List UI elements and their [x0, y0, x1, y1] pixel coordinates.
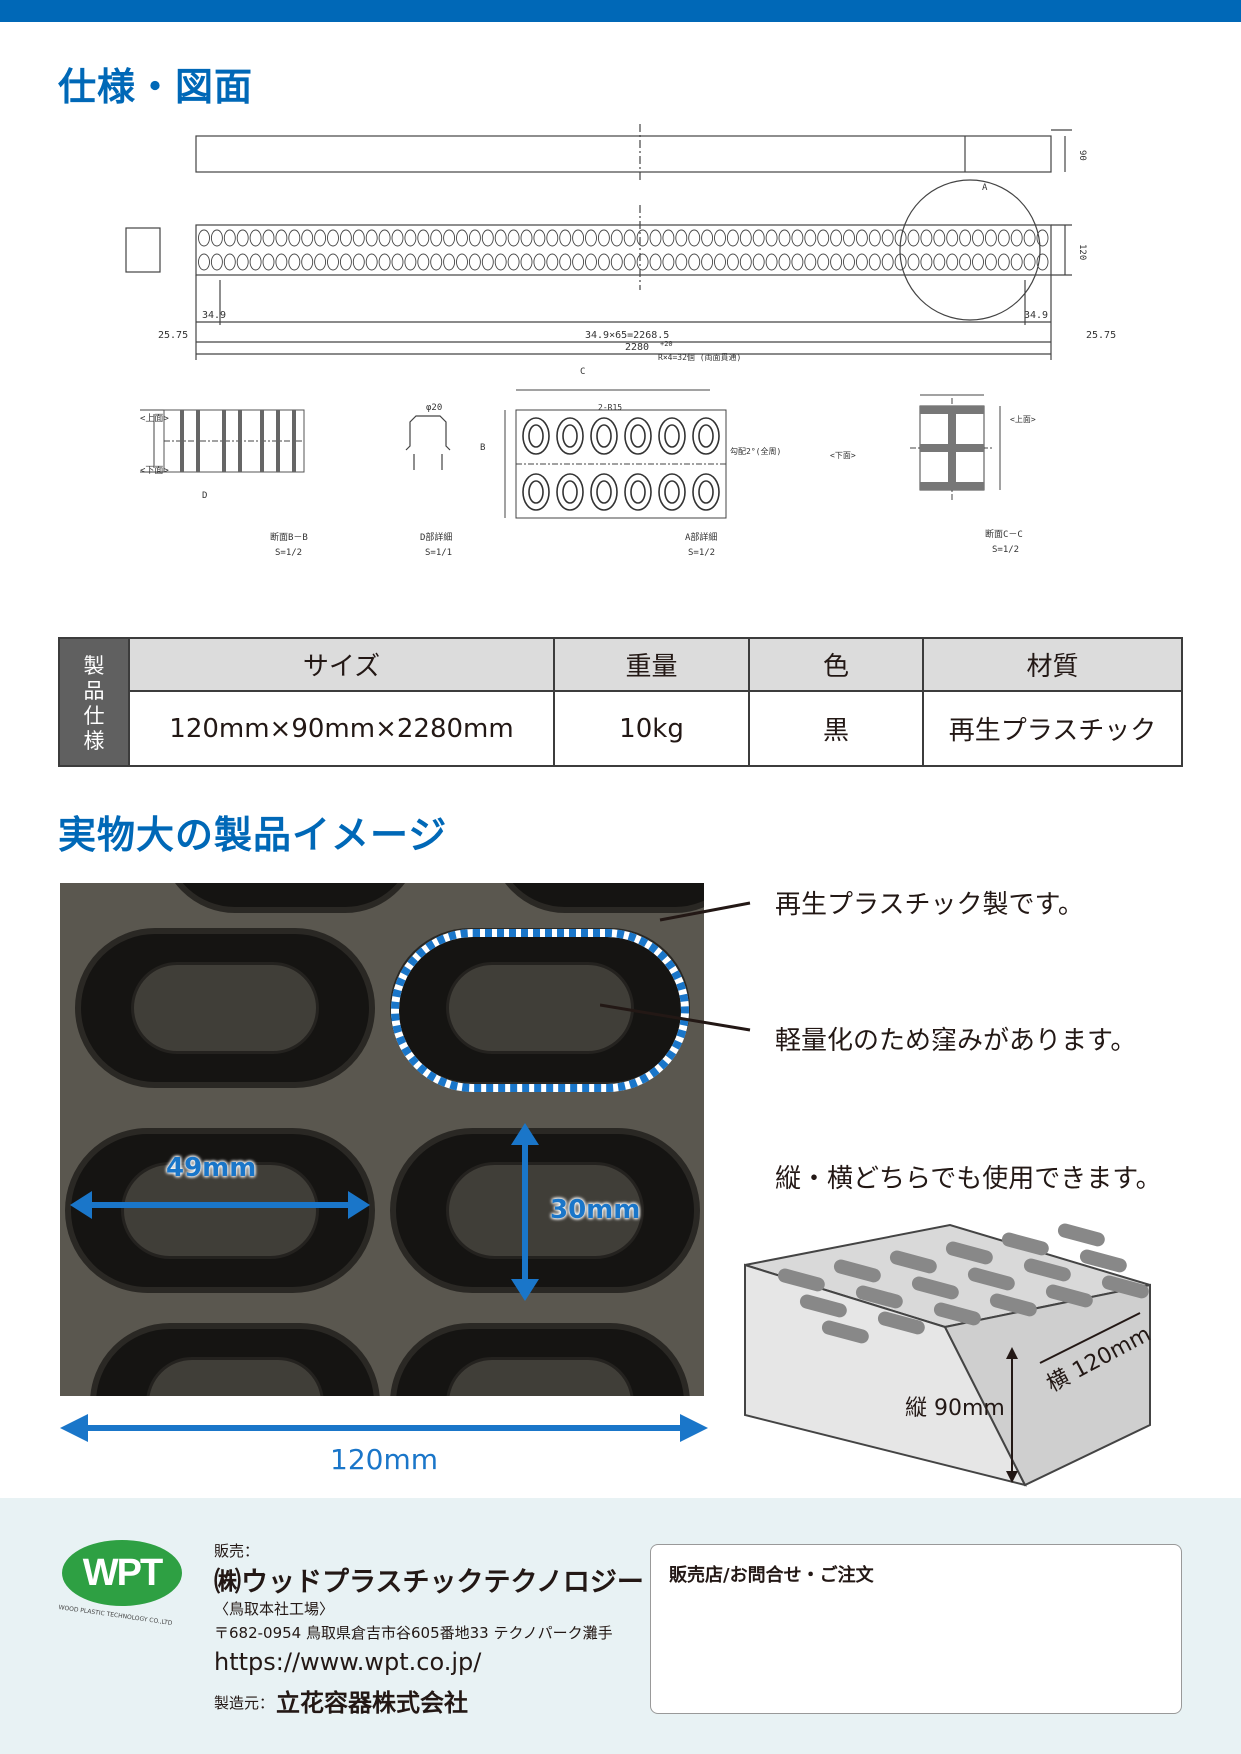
label-upper-bb: <上面> — [140, 413, 169, 424]
dim-margin-left: 25.75 — [158, 330, 188, 341]
contact-title: 販売店/お問合せ・ご注文 — [669, 1565, 874, 1586]
value-weight: 10kg — [553, 690, 750, 767]
value-material: 再生プラスチック — [922, 690, 1183, 767]
measure-width-label: 49mm — [166, 1153, 257, 1183]
label-r-note: R×4=32個 (両面貫通) — [658, 352, 741, 362]
label-d-mark: D — [202, 491, 207, 501]
dim-pitch-left: 34.9 — [202, 310, 226, 321]
measure-height-label: 30mm — [550, 1195, 641, 1225]
label-hole-dim: 2-R15 — [598, 403, 622, 412]
label-scale-a: S=1/2 — [688, 548, 715, 558]
factory-label: 〈鳥取本社工場〉 — [214, 1600, 335, 1618]
wpt-logo: WPT — [62, 1540, 182, 1606]
label-c-mark: C — [580, 367, 585, 377]
header-material: 材質 — [922, 637, 1183, 692]
label-scale-cc: S=1/2 — [992, 545, 1019, 555]
note-lightweight: 軽量化のため窪みがあります。 — [775, 1026, 1137, 1056]
dim-90: 90 — [1077, 150, 1087, 161]
header-size: サイズ — [128, 637, 555, 692]
section-title-image: 実物大の製品イメージ — [58, 813, 448, 857]
callout-leaders — [600, 901, 751, 1032]
label-d-detail: D部詳細 — [420, 531, 452, 543]
dim-span: 34.9×65=2268.5 — [585, 330, 669, 341]
maker-name: 立花容器株式会社 — [276, 1689, 468, 1717]
note-orientation: 縦・横どちらでも使用できます。 — [775, 1164, 1162, 1194]
maker-label: 製造元： — [214, 1694, 275, 1712]
header-weight: 重量 — [553, 637, 750, 692]
detail-a-mark: A — [982, 183, 988, 193]
product-photo: 49mm 30mm — [60, 883, 704, 1396]
label-scale-d: S=1/1 — [425, 548, 452, 558]
company-name: ㈱ウッドプラスチックテクノロジー — [214, 1567, 644, 1598]
header-color: 色 — [748, 637, 924, 692]
company-address: 〒682-0954 鳥取県倉吉市谷605番地33 テクノパーク灘手 — [214, 1624, 613, 1642]
dim-120: 120 — [1077, 244, 1087, 260]
label-a-detail: A部詳細 — [685, 531, 717, 543]
dim-margin-right: 25.75 — [1086, 330, 1116, 341]
label-lower-bb: <下面> — [140, 465, 169, 476]
note-recycled: 再生プラスチック製です。 — [775, 890, 1084, 920]
label-section-bb: 断面B－B — [270, 531, 308, 543]
overall-width-arrow — [60, 1414, 708, 1442]
label-section-cc: 断面C－C — [985, 528, 1023, 540]
label-b-mark: B — [480, 443, 485, 453]
label-upper-cc: <上面> — [1010, 415, 1036, 424]
value-color: 黒 — [748, 690, 924, 767]
section-title-spec: 仕様・図面 — [58, 65, 254, 109]
label-scale-bb: S=1/2 — [275, 548, 302, 558]
dim-tolerance: +20 — [660, 340, 673, 348]
sales-label: 販売： — [214, 1542, 260, 1560]
spec-table: 製 品 仕 様 サイズ 重量 色 材質 120mm×90mm×2280mm 10… — [58, 637, 1183, 767]
company-url[interactable]: https://www.wpt.co.jp/ — [214, 1648, 482, 1676]
contact-box: 販売店/お問合せ・ご注文 — [650, 1544, 1182, 1714]
label-lower-cc: <下面> — [830, 451, 856, 460]
overall-width-label: 120mm — [330, 1443, 438, 1476]
top-brand-bar — [0, 0, 1241, 22]
label-phi20: φ20 — [426, 403, 442, 413]
label-draft: 勾配2°(全周) — [730, 446, 781, 456]
block-illustration — [744, 1223, 1151, 1487]
dim-length: 2280 — [625, 342, 649, 353]
dim-pitch-right: 34.9 — [1024, 310, 1048, 321]
value-size: 120mm×90mm×2280mm — [128, 690, 555, 767]
spec-side-label: 製 品 仕 様 — [58, 637, 130, 767]
block-vertical-label: 縦 90mm — [905, 1396, 1005, 1421]
technical-drawing: 90 120 34.9 34.9 25.75 25.75 34.9×65=226… — [110, 110, 1140, 630]
